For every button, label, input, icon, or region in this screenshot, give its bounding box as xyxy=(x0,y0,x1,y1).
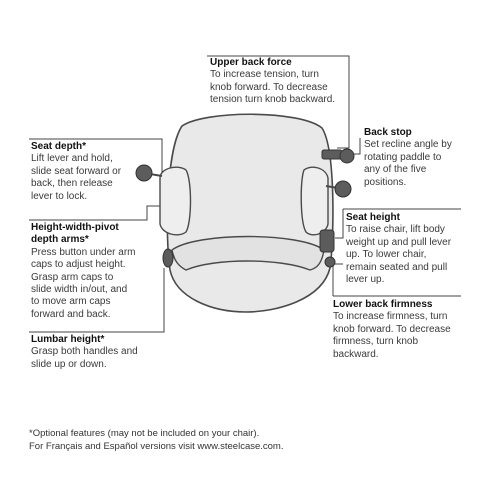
callout-title: Lumbar height* xyxy=(31,334,105,345)
lower-back-firmness-knob[interactable] xyxy=(324,256,336,268)
callout-title: Height-width-pivot depth arms* xyxy=(31,222,119,246)
callout-body: To increase firmness, turn knob forward.… xyxy=(333,311,451,360)
callout-title: Seat depth* xyxy=(31,141,87,152)
footer-notes: *Optional features (may not be included … xyxy=(29,427,284,453)
callout-upper-back-force: Upper back force To increase tension, tu… xyxy=(210,57,335,107)
upper-back-force-knob[interactable] xyxy=(334,180,352,198)
back-stop-paddle[interactable] xyxy=(321,149,343,160)
leader-seat-depth xyxy=(29,138,163,172)
leader-lines xyxy=(29,55,461,333)
callout-lumbar-height: Lumbar height* Grasp both handles and sl… xyxy=(31,334,138,371)
callout-title: Upper back force xyxy=(210,57,292,68)
callout-seat-height: Seat height To raise chair, lift body we… xyxy=(346,212,451,286)
seat-depth-knob[interactable] xyxy=(135,164,153,182)
leader-arms xyxy=(29,205,170,221)
callout-body: Set recline angle by rotating paddle to … xyxy=(364,139,452,188)
back-stop-knob[interactable] xyxy=(339,148,355,164)
callout-body: Grasp both handles and slide up or down. xyxy=(31,346,138,370)
optional-features-note: *Optional features (may not be included … xyxy=(29,428,260,439)
right-arm-cap[interactable] xyxy=(300,166,329,236)
callout-title: Seat height xyxy=(346,212,400,223)
callout-seat-depth: Seat depth* Lift lever and hold, slide s… xyxy=(31,141,121,203)
language-versions-note: For Français and Español versions visit … xyxy=(29,441,284,452)
callout-body: To raise chair, lift body weight up and … xyxy=(346,224,452,286)
lumbar-handle[interactable] xyxy=(162,248,174,268)
callout-body: Press button under arm caps to adjust he… xyxy=(31,246,136,320)
callout-arms: Height-width-pivot depth arms* Press but… xyxy=(31,222,136,321)
callout-lower-back-firmness: Lower back firmness To increase firmness… xyxy=(333,299,451,361)
seat-height-lever[interactable] xyxy=(319,229,335,253)
callout-back-stop: Back stop Set recline angle by rotating … xyxy=(364,127,452,189)
lumbar-band-shape xyxy=(171,235,325,271)
callout-title: Back stop xyxy=(364,127,412,138)
leader-back-stop xyxy=(353,138,361,155)
leader-lumbar-height xyxy=(29,268,165,333)
callout-body: Lift lever and hold, slide seat forward … xyxy=(31,153,122,202)
leader-upper-back-force xyxy=(207,55,350,149)
callout-title: Lower back firmness xyxy=(333,299,433,310)
left-arm-cap[interactable] xyxy=(159,166,192,236)
callout-body: To increase tension, turn knob forward. … xyxy=(210,69,336,106)
